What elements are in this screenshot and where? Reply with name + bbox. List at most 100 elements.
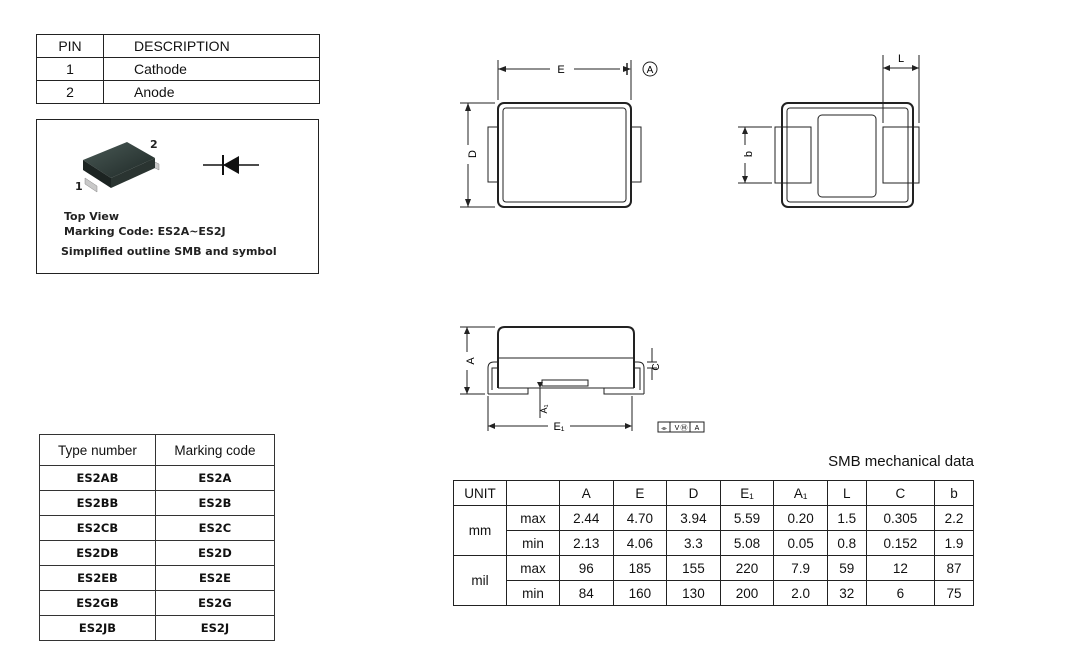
table-row: mm max 2.44 4.70 3.94 5.59 0.20 1.5 0.30… <box>453 505 974 556</box>
table-row: min 84 160 130 200 2.0 32 6 75 <box>454 580 974 606</box>
value-cell: 130 <box>666 580 721 606</box>
value-cell: 0.05 <box>773 530 828 556</box>
value-cell: 0.8 <box>826 530 867 556</box>
value-cell: 12 <box>865 555 936 581</box>
type-number-cell: ES2CB <box>39 515 156 541</box>
mechanical-data-table: UNIT A E D E₁ A₁ L C b mm max 2.44 4.70 … <box>453 480 974 606</box>
marking-code-cell: ES2E <box>154 565 276 591</box>
value-cell: 1.9 <box>934 530 974 556</box>
value-cell: 220 <box>719 555 775 581</box>
col-l-header: L <box>826 480 867 506</box>
value-cell: 200 <box>719 580 775 606</box>
package-outline-box: 1 2 Top View Marking Code: ES2A~ES2J Sim… <box>36 119 319 274</box>
col-a1-header: A₁ <box>773 480 828 506</box>
dim-a1-label: A₁ <box>539 404 549 413</box>
value-cell: 84 <box>559 580 614 606</box>
dim-d-label: D <box>467 150 479 158</box>
type-number-cell: ES2AB <box>39 465 156 491</box>
pin-number: 2 <box>36 80 104 104</box>
type-number-cell: ES2JB <box>39 615 156 641</box>
type-number-cell: ES2GB <box>39 590 156 616</box>
value-cell: 6 <box>865 580 936 606</box>
dim-a-label: A <box>465 357 477 365</box>
col-d-header: D <box>666 480 721 506</box>
bottom-view-drawing: L b <box>738 53 920 208</box>
unit-header: UNIT <box>453 480 507 506</box>
pin-row: 1 Cathode <box>36 57 320 81</box>
value-cell: 0.152 <box>865 530 936 556</box>
value-cell: 59 <box>826 555 867 581</box>
type-number-cell: ES2EB <box>39 565 156 591</box>
top-view-drawing: E D A <box>460 60 658 208</box>
value-cell: 32 <box>826 580 867 606</box>
tolerance-v: V <box>675 425 680 432</box>
pin-row: 2 Anode <box>36 80 320 104</box>
marking-code-label: Marking Code: ES2A~ES2J <box>64 225 226 238</box>
value-cell: 5.08 <box>719 530 775 556</box>
value-cell: 2.2 <box>934 505 974 531</box>
value-cell: 1.5 <box>826 505 867 531</box>
marking-code-cell: ES2B <box>154 490 276 516</box>
marking-code-cell: ES2G <box>154 590 276 616</box>
unit-cell: mm <box>453 505 507 556</box>
tolerance-symbol: ⌯ <box>661 425 667 432</box>
value-cell: 4.70 <box>612 505 668 531</box>
value-cell: 4.06 <box>612 530 668 556</box>
value-cell: 155 <box>666 555 721 581</box>
marking-code-cell: ES2J <box>154 615 276 641</box>
unit-cell: mil <box>453 555 507 606</box>
limit-cell: min <box>506 580 560 606</box>
table-row: min 2.13 4.06 3.3 5.08 0.05 0.8 0.152 1.… <box>454 530 974 556</box>
marking-code-cell: ES2C <box>154 515 276 541</box>
pin-label-2: 2 <box>150 138 158 151</box>
value-cell: 7.9 <box>773 555 828 581</box>
smb-package-illustration <box>83 142 160 193</box>
limit-header <box>506 480 560 506</box>
marking-code-cell: ES2A <box>154 465 276 491</box>
value-cell: 2.0 <box>773 580 828 606</box>
col-b-header: b <box>934 480 974 506</box>
dim-e1-label: E₁ <box>553 421 564 433</box>
tolerance-datum: A <box>695 425 700 432</box>
pin-description: Anode <box>103 80 320 104</box>
limit-cell: max <box>506 555 560 581</box>
mechanical-data-title: SMB mechanical data <box>828 453 974 470</box>
value-cell: 2.13 <box>559 530 614 556</box>
value-cell: 3.94 <box>666 505 721 531</box>
dim-c-label: C <box>651 363 662 370</box>
pin-table: PIN DESCRIPTION 1 Cathode 2 Anode <box>36 34 320 104</box>
value-cell: 5.59 <box>719 505 775 531</box>
pin-description: Cathode <box>103 57 320 81</box>
marking-code-header: Marking code <box>154 434 276 466</box>
col-c-header: C <box>865 480 936 506</box>
limit-cell: min <box>506 530 560 556</box>
top-view-label: Top View <box>64 210 120 223</box>
dim-b-label: b <box>743 151 755 157</box>
col-a-header: A <box>559 480 614 506</box>
dim-e-label: E <box>557 64 564 76</box>
pin-label-1: 1 <box>75 180 83 193</box>
tolerance-m: Ⓜ <box>681 424 688 432</box>
marking-code-cell: ES2D <box>154 540 276 566</box>
value-cell: 3.3 <box>666 530 721 556</box>
table-row: mil max 96 185 155 220 7.9 59 12 87 <box>453 555 974 606</box>
pin-table-header: PIN DESCRIPTION <box>36 34 320 58</box>
value-cell: 96 <box>559 555 614 581</box>
limit-cell: max <box>506 505 560 531</box>
col-e1-header: E₁ <box>719 480 775 506</box>
datum-a-label: A <box>647 65 654 76</box>
value-cell: 2.44 <box>559 505 614 531</box>
pin-header: PIN <box>36 34 104 58</box>
type-number-header: Type number <box>39 434 156 466</box>
col-e-header: E <box>612 480 668 506</box>
description-header: DESCRIPTION <box>103 34 320 58</box>
value-cell: 87 <box>934 555 974 581</box>
diode-symbol-icon <box>203 155 259 175</box>
marking-table-header: Type number Marking code <box>39 434 276 466</box>
value-cell: 160 <box>612 580 668 606</box>
